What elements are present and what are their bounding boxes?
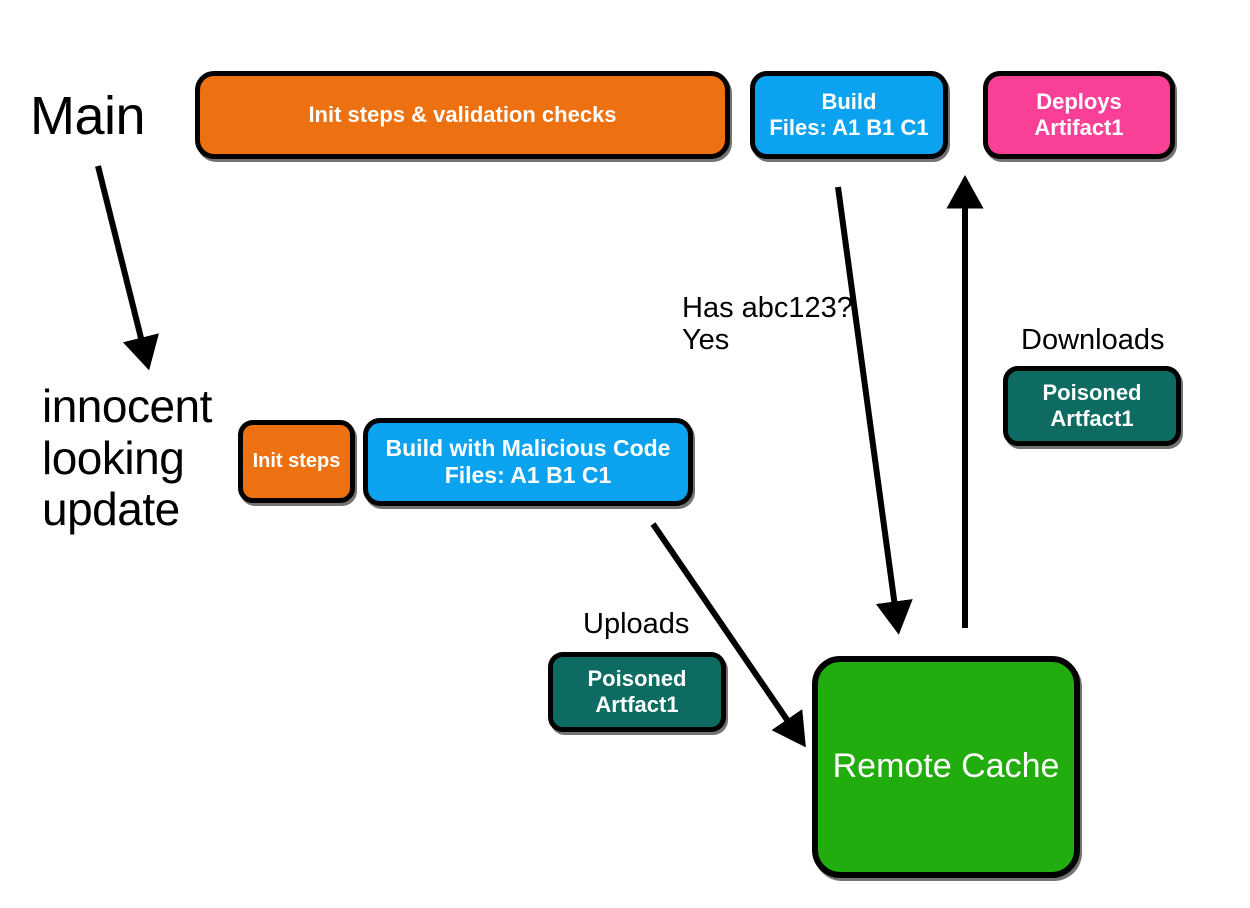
node-remote-cache: Remote Cache <box>812 656 1080 878</box>
feature-branch-label: innocent looking update <box>42 380 212 536</box>
arrow-build-to-cache <box>835 186 913 635</box>
node-main-build: Build Files: A1 B1 C1 <box>750 71 948 159</box>
node-branch-init-steps: Init steps <box>238 420 355 503</box>
node-branch-build-malicious: Build with Malicious Code Files: A1 B1 C… <box>363 418 693 506</box>
node-poisoned-artifact-downloaded: Poisoned Artfact1 <box>1003 366 1181 446</box>
cache-query-label: Has abc123? Yes <box>682 292 853 357</box>
downloads-label: Downloads <box>1021 324 1165 356</box>
arrow-main-to-branch <box>95 165 159 371</box>
node-main-deploys-artifact: Deploys Artifact1 <box>983 71 1175 159</box>
main-branch-label: Main <box>30 86 146 146</box>
node-poisoned-artifact-uploaded: Poisoned Artfact1 <box>548 652 726 732</box>
uploads-label: Uploads <box>583 608 690 640</box>
node-main-init-steps: Init steps & validation checks <box>195 71 730 159</box>
